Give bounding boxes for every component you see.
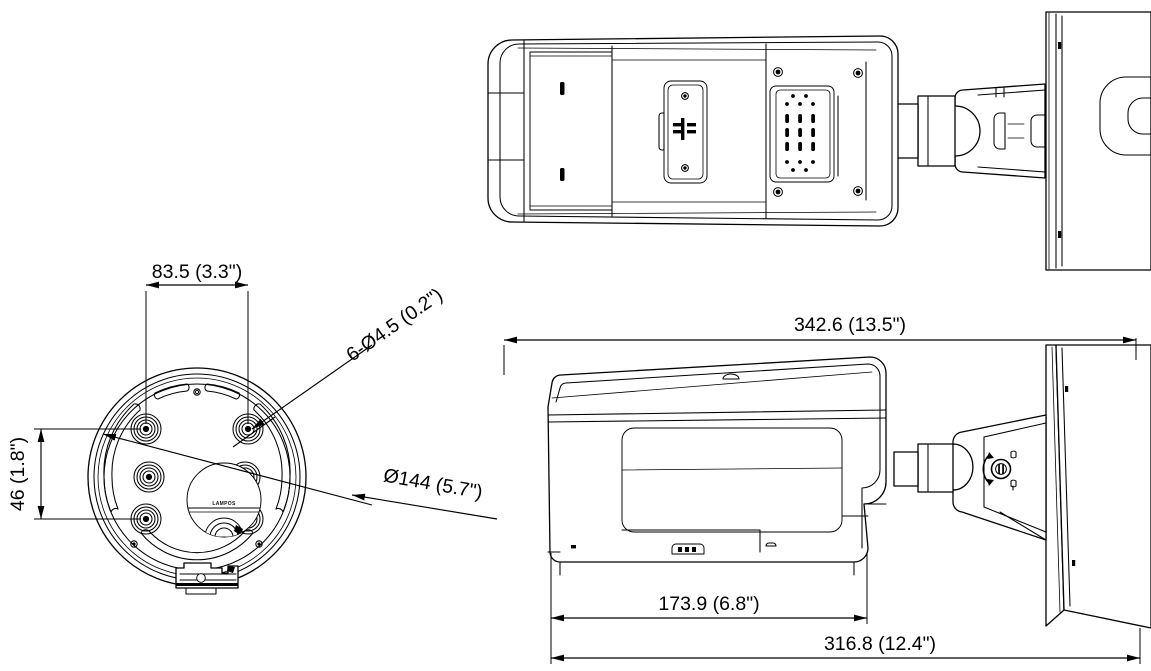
top-view-speaker-grille xyxy=(769,61,867,201)
cable-gland xyxy=(204,517,244,537)
dimension-46: 46 (1.8") xyxy=(7,428,141,520)
base-curved-slots xyxy=(103,383,291,561)
dimension-173-9-label: 173.9 (6.8") xyxy=(658,593,759,615)
dimension-342-6: 342.6 (13.5") xyxy=(503,314,1137,375)
top-view xyxy=(487,11,1151,271)
grille-holes xyxy=(785,94,815,172)
dimension-dia-144-label: Ø144 (5.7") xyxy=(382,465,484,504)
top-view-center-plate xyxy=(611,43,767,219)
side-view: 342.6 (13.5") 173.9 (6.8") 316.8 (12.4") xyxy=(503,314,1151,664)
side-view-wall-plate xyxy=(1045,344,1151,629)
side-view-mount-arm xyxy=(952,414,1047,541)
base-bottom-connector xyxy=(175,562,239,595)
dimension-83-5-label: 83.5 (3.3") xyxy=(152,261,242,283)
side-view-camera-body xyxy=(547,356,887,576)
dimension-316-8-label: 316.8 (12.4") xyxy=(824,633,936,655)
screw-hole-mid-left xyxy=(133,461,165,493)
dimension-316-8: 316.8 (12.4") xyxy=(550,618,1141,664)
top-view-wall-plate xyxy=(1045,11,1151,271)
tilt-adjust-screw xyxy=(982,450,1017,491)
dimension-83-5: 83.5 (3.3") xyxy=(145,261,249,424)
base-center-disc: LAMPOS xyxy=(186,462,262,538)
dimension-6-dia-4-5-label: 6-Ø4.5 (0.2") xyxy=(342,284,446,366)
dimension-173-9: 173.9 (6.8") xyxy=(550,553,868,624)
base-center-marking: LAMPOS xyxy=(212,501,236,507)
dimension-342-6-label: 342.6 (13.5") xyxy=(794,314,906,336)
dimension-46-label: 46 (1.8") xyxy=(7,437,29,511)
rear-mounting-base-view: LAMPOS 83.5 (3.3") xyxy=(7,261,498,595)
side-view-pivot-joint xyxy=(893,443,974,493)
